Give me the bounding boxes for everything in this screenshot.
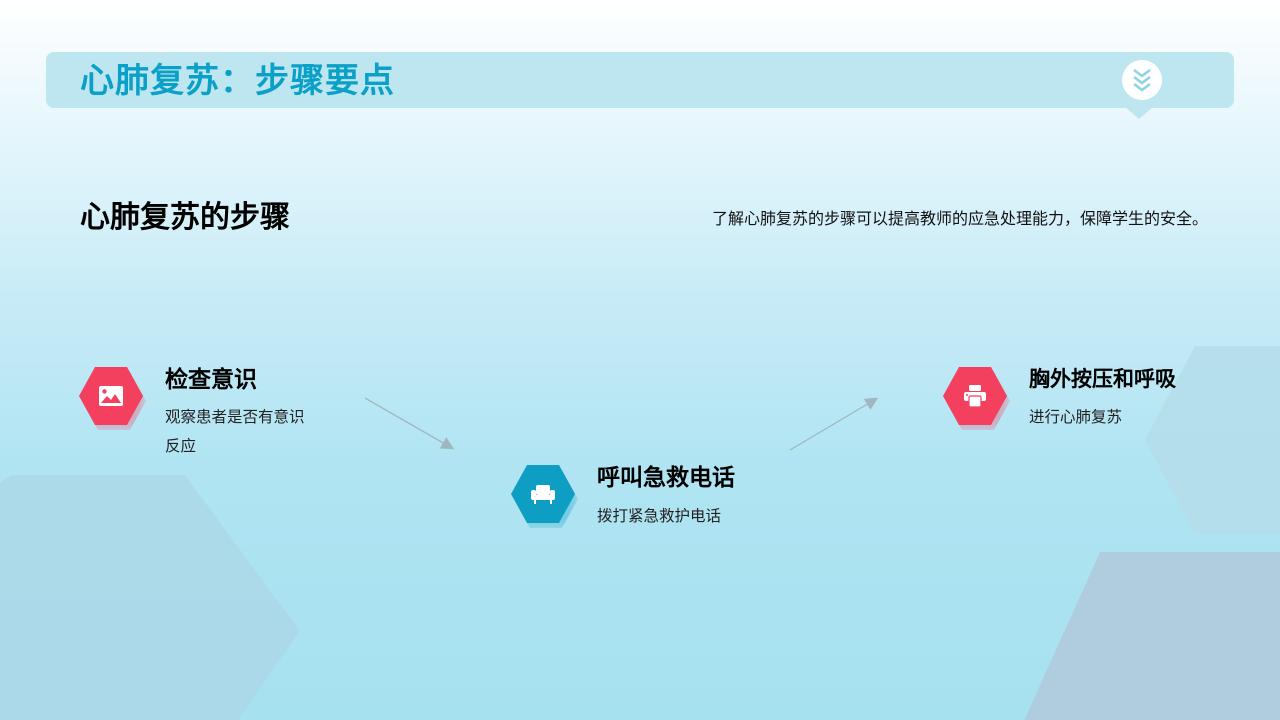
arrow-step2-to-step3 [789,397,879,451]
double-chevron-down-icon [1133,68,1151,92]
step-1-title: 检查意识 [165,367,257,393]
step-2-title: 呼叫急救电话 [597,465,735,491]
step-2-description: 拨打紧急救护电话 [597,507,722,525]
step-2-hexagon [511,465,575,523]
arrow-step1-to-step2 [364,397,455,450]
header-bar [46,52,1234,108]
step-3-title: 胸外按压和呼吸 [1029,367,1176,391]
step-3-hexagon [943,367,1007,425]
section-description: 了解心肺复苏的步骤可以提高教师的应急处理能力，保障学生的安全。 [711,209,1208,228]
section-title: 心肺复苏的步骤 [80,200,290,235]
page-title: 心肺复苏：步骤要点 [80,61,395,101]
printer-icon [964,385,986,408]
header-pointer [1125,107,1153,119]
step-3-description: 进行心肺复苏 [1029,408,1123,426]
image-icon [99,386,123,406]
scroll-down-button[interactable] [1122,60,1162,100]
armchair-icon [531,485,555,504]
step-1-description: 观察患者是否有意识反应 [165,408,305,455]
